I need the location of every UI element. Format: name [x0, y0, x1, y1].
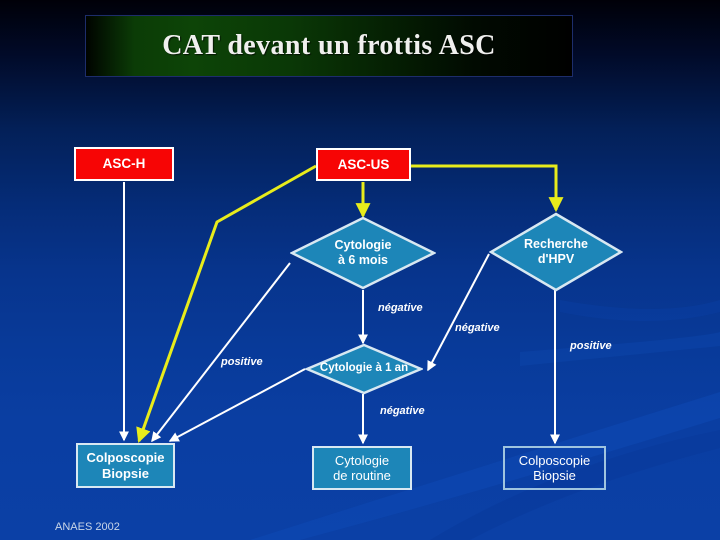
diamond-shape-cyto1an: [305, 343, 423, 395]
node-asc-h[interactable]: ASC-H: [74, 147, 174, 181]
page-title: CAT devant un frottis ASC: [162, 30, 496, 61]
edge-hpv-to-cyto1an: [427, 253, 490, 372]
edge-label-negative-hpv: négative: [455, 322, 500, 334]
node-colposcopie-biopsie-left[interactable]: Colposcopie Biopsie: [76, 443, 175, 488]
node-asc-us[interactable]: ASC-US: [316, 148, 411, 181]
node-cytologie-6-mois[interactable]: Cytologie à 6 mois: [290, 216, 436, 290]
node-recherche-hpv[interactable]: Recherche d'HPV: [489, 212, 623, 292]
edge-cyto6mois-to-colposcopie: [151, 262, 291, 443]
footer-source: ANAES 2002: [55, 521, 120, 533]
colpo-left-line2: Biopsie: [102, 465, 149, 481]
edge-ascus-to-colposcopie: [136, 164, 317, 443]
colpo-right-line2: Biopsie: [533, 468, 576, 483]
edge-cyto1an-to-colposcopie: [168, 368, 306, 442]
diamond-shape-cyto6mois: [290, 216, 436, 290]
routine-line1: Cytologie: [334, 452, 390, 468]
node-cytologie-1-an[interactable]: Cytologie à 1 an: [305, 343, 423, 395]
node-colposcopie-biopsie-right[interactable]: Colposcopie Biopsie: [503, 446, 606, 490]
routine-line2: de routine: [333, 468, 391, 483]
edge-label-positive-6mois: positive: [221, 356, 263, 368]
node-asc-h-label: ASC-H: [102, 156, 146, 172]
colpo-left-line1: Colposcopie: [86, 450, 165, 466]
node-cytologie-de-routine[interactable]: Cytologie de routine: [312, 446, 412, 490]
title-banner: CAT devant un frottis ASC: [85, 15, 573, 77]
diamond-shape-hpv: [489, 212, 623, 292]
edge-label-positive-hpv: positive: [570, 340, 612, 352]
node-asc-us-label: ASC-US: [337, 156, 390, 172]
edge-label-negative-1an: négative: [380, 405, 425, 417]
edge-label-negative-6mois: négative: [378, 302, 423, 314]
colpo-right-line1: Colposcopie: [518, 452, 591, 468]
edge-ascus-to-hpv: [411, 164, 564, 213]
